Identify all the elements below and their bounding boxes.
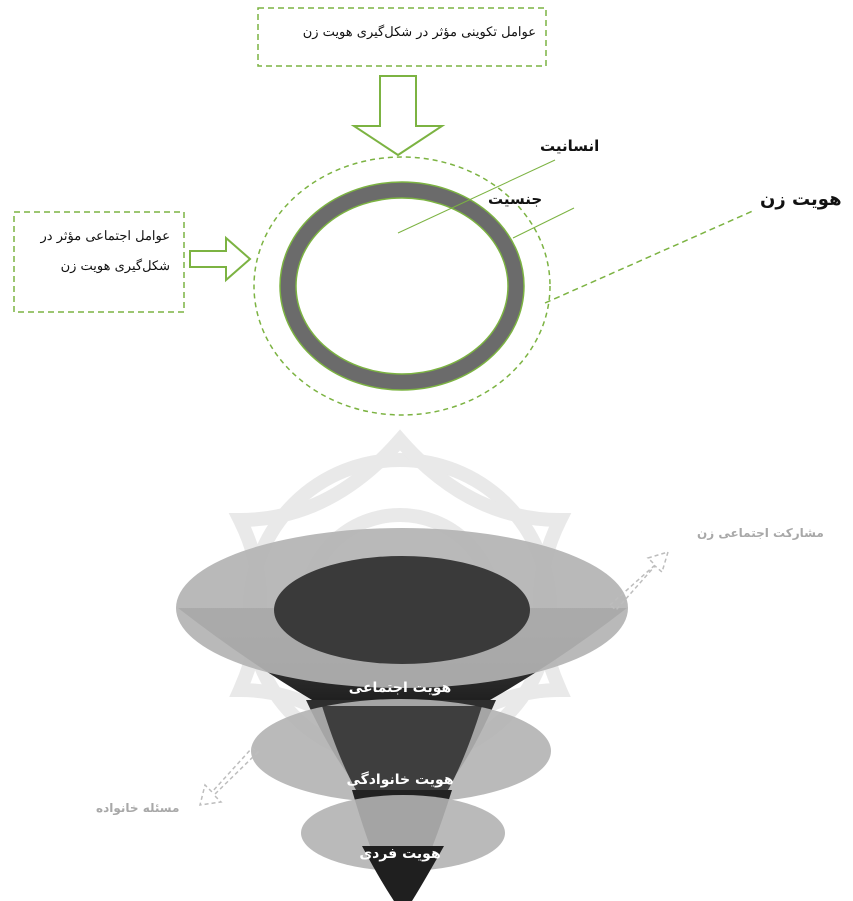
social-ellipse-inner [274,556,530,664]
family-identity-label: هویت خانوادگی [340,772,460,788]
right-arrow [190,238,250,280]
gender-leader [513,208,574,238]
humanity-label: انسانیت [540,137,599,155]
woman-identity-label: هویت زن [760,189,842,210]
humanity-core [296,198,508,374]
family-issue-arrow [200,748,258,805]
left-factor-text: عوامل اجتماعی مؤثر در شکل‌گیری هویت زن [22,222,170,282]
family-issue-label: مسئله خانواده [96,801,179,815]
down-arrow [354,76,442,155]
identity-leader [545,210,755,303]
gender-label: جنسیت [488,190,542,208]
top-factor-text: عوامل تکوینی مؤثر در شکل‌گیری هویت زن [268,20,536,46]
social-identity-label: هویت اجتماعی [340,680,460,696]
individual-identity-label: هویت فردی [340,846,460,862]
social-participation-label: مشارکت اجتماعی زن [697,526,824,540]
